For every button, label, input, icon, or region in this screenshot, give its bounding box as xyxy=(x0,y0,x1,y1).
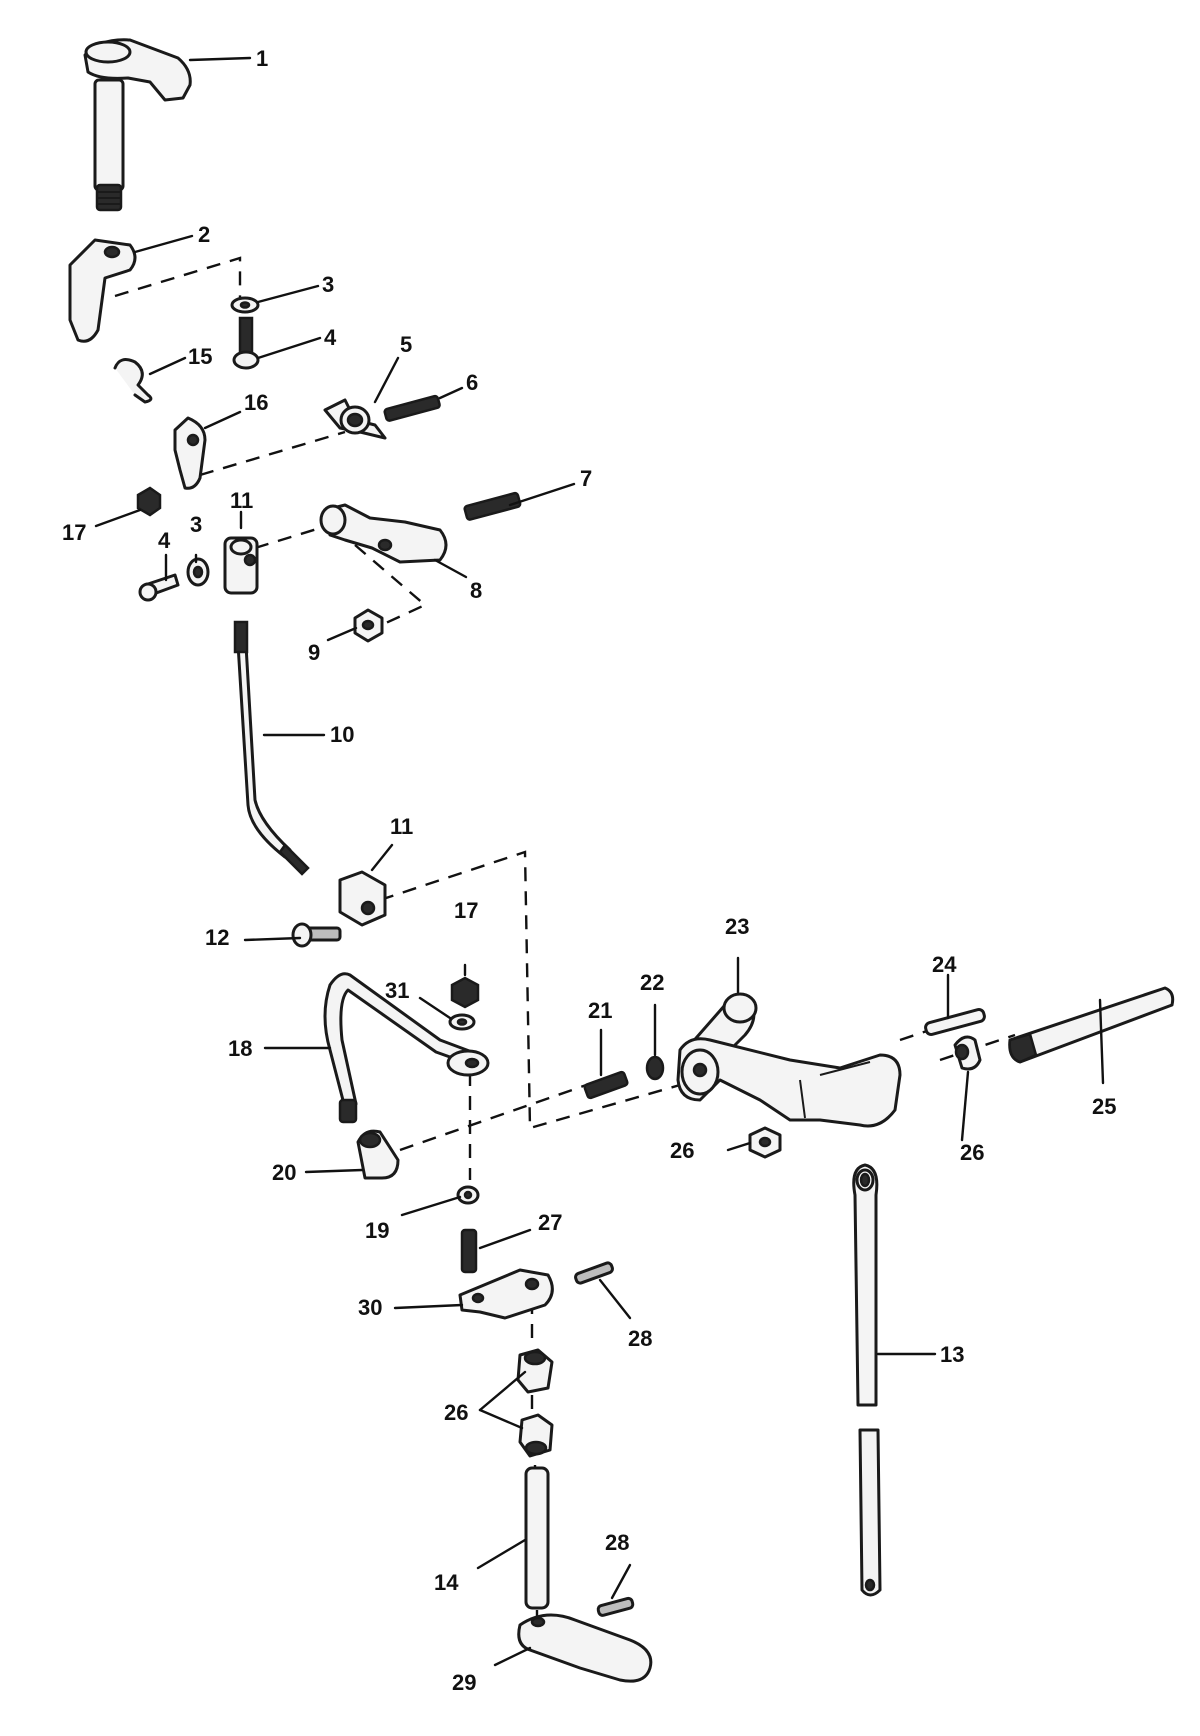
part-3-washer-upper xyxy=(230,296,260,314)
callout-7: 7 xyxy=(580,466,592,491)
callout-12: 12 xyxy=(205,925,229,950)
callout-21: 21 xyxy=(588,998,612,1023)
callout-28-upper: 28 xyxy=(628,1326,652,1351)
part-26-nut-left xyxy=(748,1126,782,1159)
part-22-washer xyxy=(645,1055,665,1081)
callout-11-lower: 11 xyxy=(390,814,413,839)
part-18-link-rod xyxy=(323,972,490,1124)
callout-17-lower: 17 xyxy=(454,898,478,923)
part-16-bracket xyxy=(173,416,207,490)
callout-20: 20 xyxy=(272,1160,296,1185)
callout-5: 5 xyxy=(400,332,412,357)
callout-6: 6 xyxy=(466,370,478,395)
callout-11-upper: 11 xyxy=(230,488,253,513)
part-11-connector-lower xyxy=(338,870,387,927)
callout-28-lower: 28 xyxy=(605,1530,629,1555)
callout-26-left: 26 xyxy=(670,1138,694,1163)
callout-2: 2 xyxy=(198,222,210,247)
callout-22: 22 xyxy=(640,970,664,995)
part-17-nut-upper xyxy=(136,486,162,517)
part-24-pin xyxy=(924,1008,986,1036)
part-1-upper-shift-shaft xyxy=(83,38,192,212)
part-10-link-rod xyxy=(233,620,310,876)
callout-9: 9 xyxy=(308,640,320,665)
part-21-stud xyxy=(583,1070,629,1100)
part-26-bushing-pair xyxy=(516,1348,554,1458)
part-30-bracket xyxy=(458,1268,554,1320)
part-3-washer-lower xyxy=(186,557,210,587)
part-7-stud xyxy=(463,491,522,521)
callout-26-right: 26 xyxy=(960,1140,984,1165)
callout-10: 10 xyxy=(330,722,354,747)
callout-4-lower: 4 xyxy=(158,528,171,553)
callout-25: 25 xyxy=(1092,1094,1116,1119)
callout-16: 16 xyxy=(244,390,268,415)
callout-17-upper: 17 xyxy=(62,520,86,545)
callout-27: 27 xyxy=(538,1210,562,1235)
callout-3-upper: 3 xyxy=(322,272,334,297)
part-4-screw-upper xyxy=(232,316,260,370)
part-13-long-rod xyxy=(852,1163,882,1597)
part-12-screw xyxy=(291,922,342,948)
callout-14: 14 xyxy=(434,1570,459,1595)
part-31-washer xyxy=(448,1013,476,1031)
callout-1: 1 xyxy=(256,46,268,71)
leader-lines xyxy=(94,56,1105,1667)
part-20-bushing xyxy=(356,1129,400,1180)
callout-19: 19 xyxy=(365,1218,389,1243)
callout-23: 23 xyxy=(725,914,749,939)
part-2-shift-lever xyxy=(68,238,137,343)
part-28-pin-lower xyxy=(596,1596,635,1617)
callout-30: 30 xyxy=(358,1295,382,1320)
callout-29: 29 xyxy=(452,1670,476,1695)
callout-4-upper: 4 xyxy=(324,325,337,350)
callout-13: 13 xyxy=(940,1342,964,1367)
part-4-screw-lower xyxy=(138,573,180,602)
part-27-stud xyxy=(460,1228,478,1274)
part-11-connector-upper xyxy=(223,536,259,595)
part-19-washer xyxy=(456,1185,480,1205)
callout-3-lower: 3 xyxy=(190,512,202,537)
part-8-arm xyxy=(319,503,448,564)
part-6-stud xyxy=(383,394,441,422)
assembly-dashed-lines xyxy=(114,256,1016,1635)
part-15-clip xyxy=(113,358,153,404)
part-17-nut-lower xyxy=(450,976,480,1009)
part-25-cross-shaft xyxy=(1008,986,1175,1064)
part-26-bushing-right xyxy=(953,1035,982,1071)
callout-24: 24 xyxy=(932,952,957,977)
callout-26-pair: 26 xyxy=(444,1400,468,1425)
callout-15: 15 xyxy=(188,344,212,369)
callout-8: 8 xyxy=(470,578,482,603)
part-23-bellcrank xyxy=(676,992,902,1128)
callout-numbers: 1 2 3 4 15 5 6 16 17 11 4 3 7 8 9 10 11 … xyxy=(62,46,1116,1695)
callout-31: 31 xyxy=(385,978,409,1003)
part-9-nut xyxy=(353,608,384,643)
part-29-lower-lever xyxy=(517,1613,653,1683)
part-14-lower-shaft xyxy=(524,1466,550,1610)
callout-18: 18 xyxy=(228,1036,252,1061)
part-5-spring xyxy=(323,398,387,440)
part-28-pin-upper xyxy=(574,1261,614,1285)
